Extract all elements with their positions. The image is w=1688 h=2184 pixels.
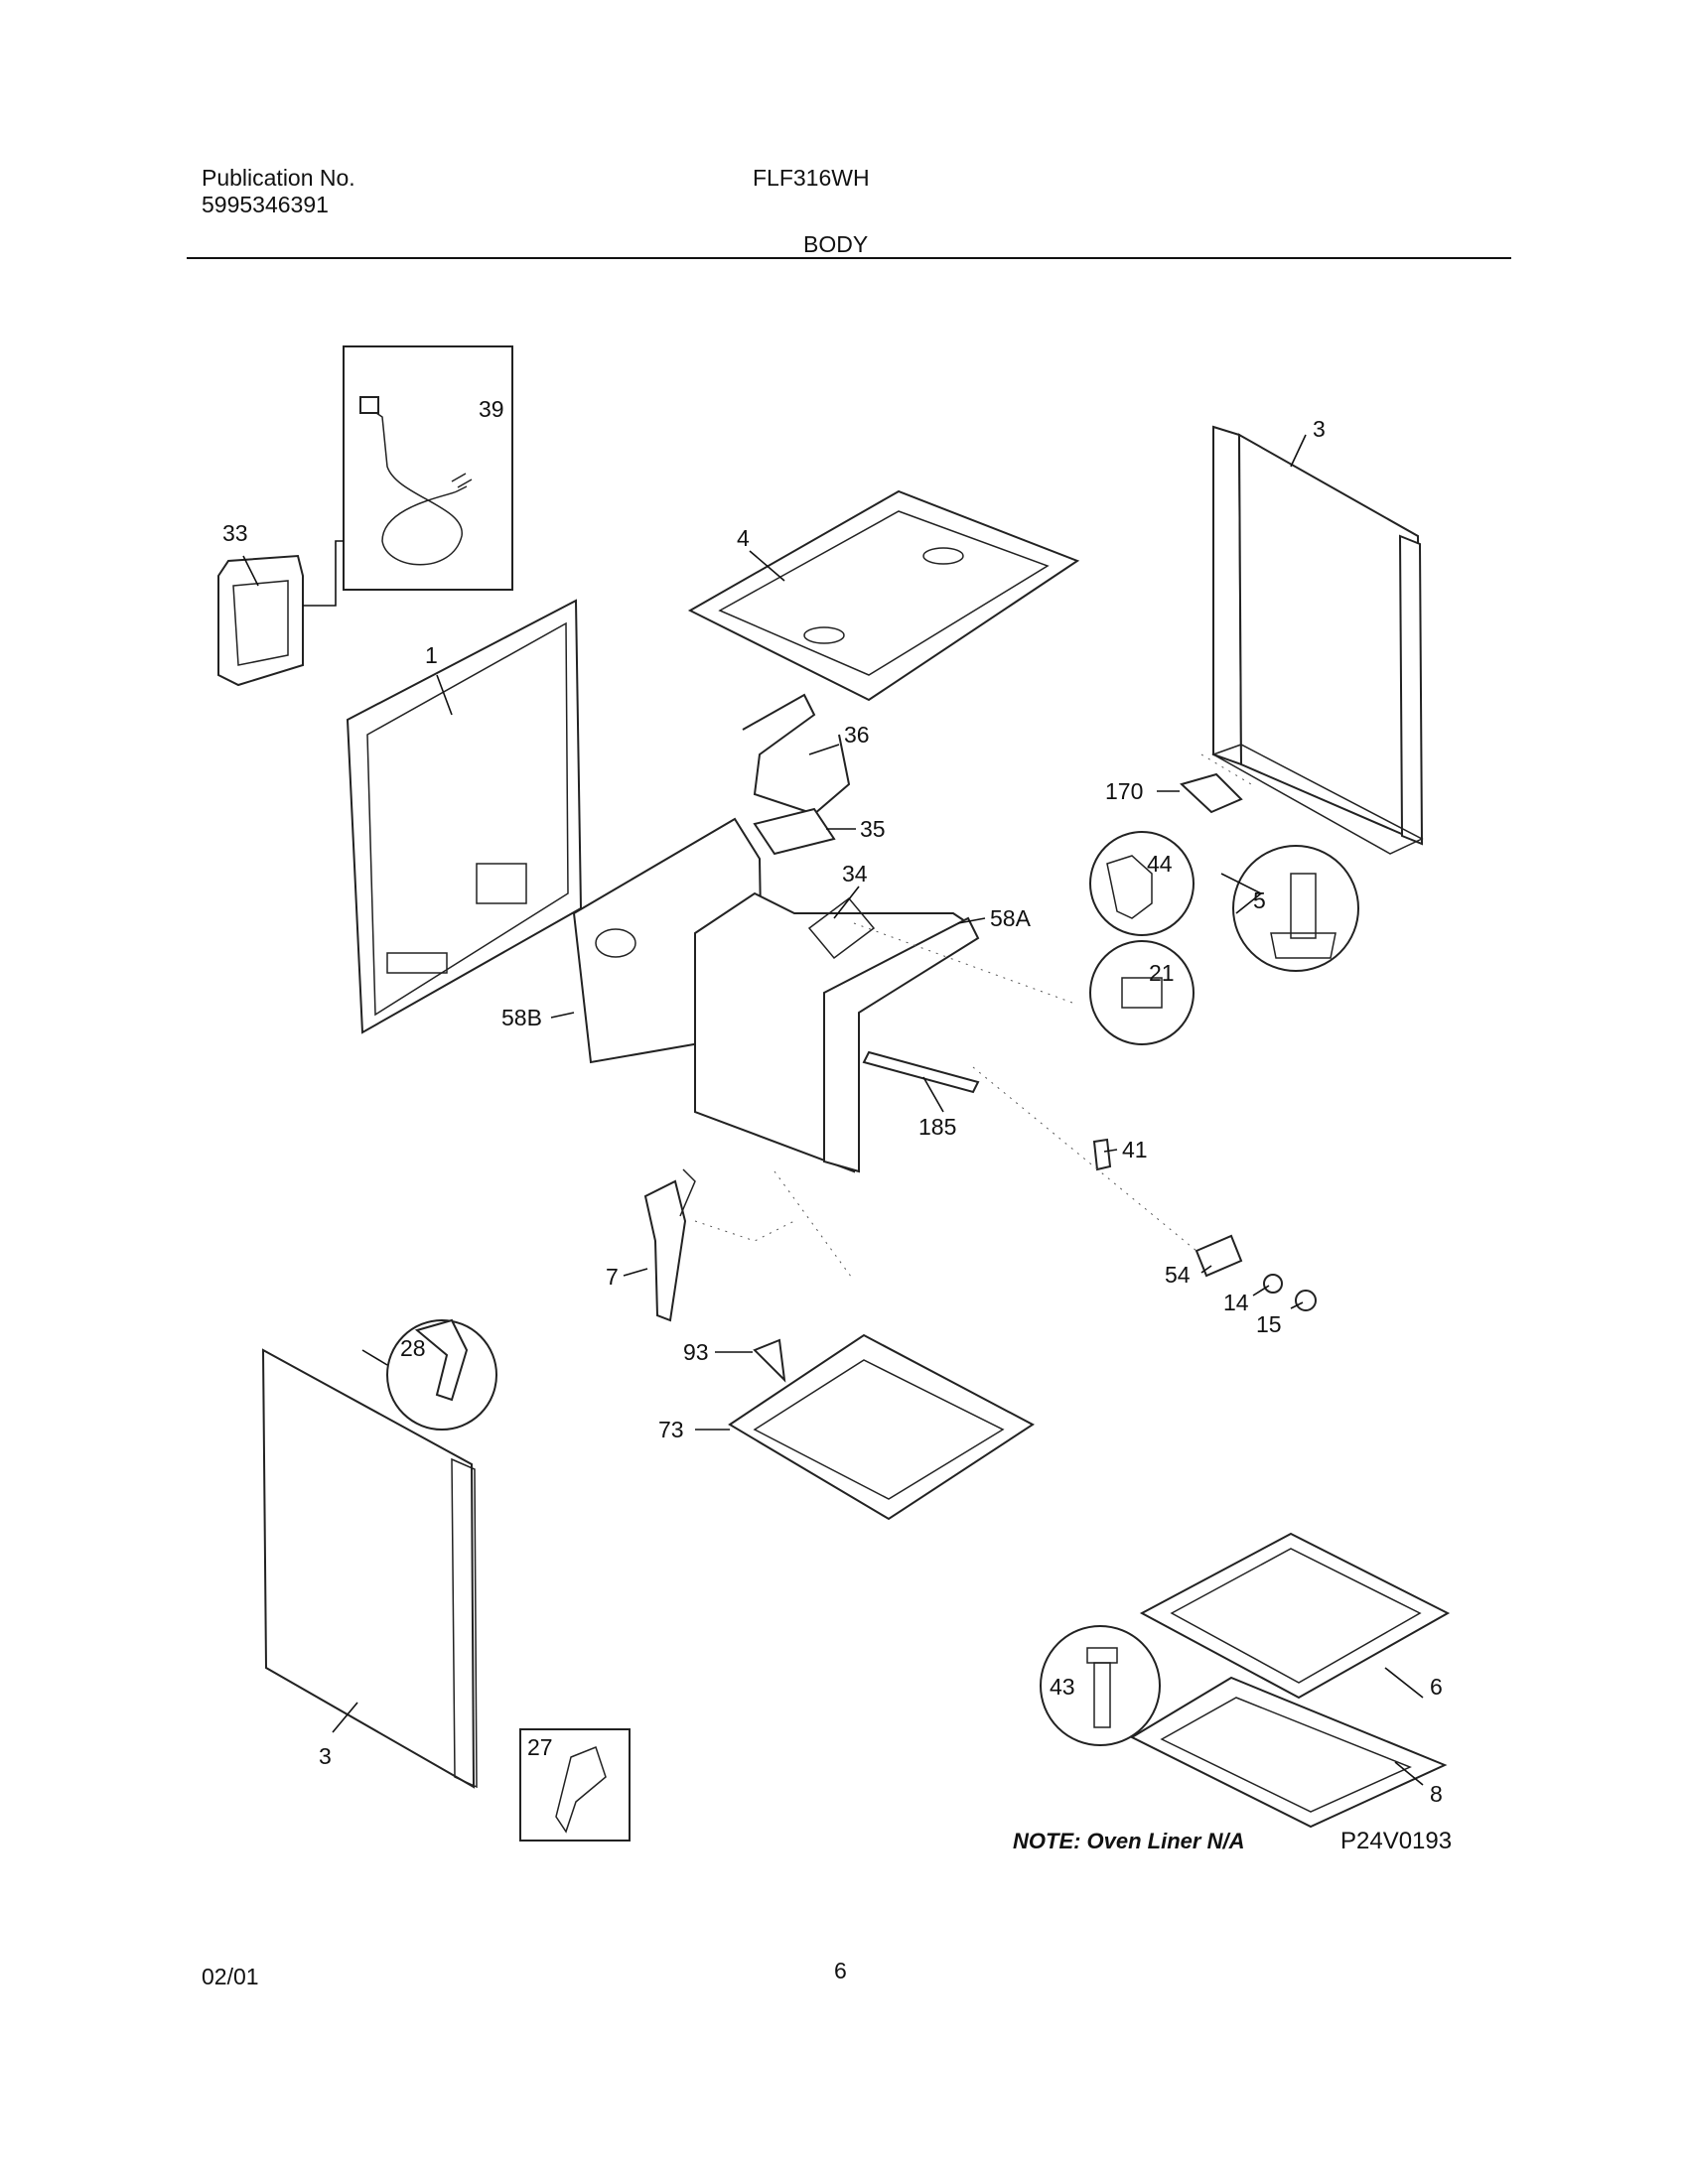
callout-58b: 58B [501, 1005, 542, 1030]
callout-14: 14 [1223, 1290, 1249, 1315]
callout-6: 6 [1430, 1674, 1443, 1700]
callout-185: 185 [918, 1114, 956, 1140]
callout-36: 36 [844, 722, 870, 748]
power-cord-inset [343, 345, 513, 591]
side-panel-left [261, 1348, 478, 1789]
callout-170: 170 [1105, 778, 1143, 804]
part-93 [753, 1338, 786, 1383]
callout-3-right: 3 [1313, 416, 1326, 442]
section-title: BODY [803, 231, 869, 257]
publication-number: 5995346391 [202, 192, 329, 217]
oven-light-assembly [1195, 1234, 1317, 1311]
callout-21: 21 [1149, 960, 1175, 986]
callout-73: 73 [658, 1417, 684, 1442]
callout-44: 44 [1147, 851, 1173, 877]
vent-duct [742, 693, 851, 856]
callout-5: 5 [1253, 887, 1266, 913]
callout-93: 93 [683, 1339, 709, 1365]
callout-43: 43 [1050, 1674, 1075, 1700]
callout-41: 41 [1122, 1137, 1148, 1162]
callout-34: 34 [842, 861, 868, 887]
detail-28-inset [361, 1318, 497, 1431]
callout-3-left: 3 [319, 1743, 332, 1769]
detail-27-inset [519, 1728, 631, 1842]
detail-5-inset [1220, 845, 1359, 972]
detail-44-inset [1089, 831, 1195, 936]
callout-33: 33 [222, 520, 248, 546]
oven-bottom [728, 1333, 1035, 1521]
callout-4: 4 [737, 525, 750, 551]
callout-27: 27 [527, 1734, 553, 1760]
footer-date: 02/01 [202, 1964, 259, 1989]
page-number: 6 [834, 1958, 847, 1983]
side-panel-right [1211, 425, 1424, 855]
clip-41 [1092, 1138, 1112, 1171]
callout-1: 1 [425, 642, 438, 668]
callout-54: 54 [1165, 1262, 1191, 1288]
door-hinge [643, 1168, 696, 1322]
model-number: FLF316WH [753, 165, 870, 191]
top-panel [687, 489, 1080, 702]
callout-8: 8 [1430, 1781, 1443, 1807]
terminal-block [217, 540, 344, 687]
callout-7: 7 [606, 1264, 619, 1290]
diagram-code: P24V0193 [1340, 1828, 1452, 1854]
oven-liner-note: NOTE: Oven Liner N/A [1013, 1829, 1244, 1853]
detail-43-inset [1040, 1625, 1161, 1746]
publication-label: Publication No. [202, 165, 355, 191]
header-rule [187, 257, 1511, 259]
bracket-185 [862, 1050, 980, 1094]
leveler-bracket [1180, 772, 1243, 814]
detail-21-inset [1089, 940, 1195, 1045]
oven-rack [1139, 1532, 1451, 1700]
callout-15: 15 [1256, 1311, 1282, 1337]
back-panel [346, 599, 583, 1034]
callout-28: 28 [400, 1335, 426, 1361]
callout-58a: 58A [990, 905, 1032, 931]
broiler-pan [1129, 1676, 1448, 1829]
callout-35: 35 [860, 816, 886, 842]
callout-39: 39 [479, 396, 504, 422]
oven-cavity-insulation [694, 891, 980, 1173]
